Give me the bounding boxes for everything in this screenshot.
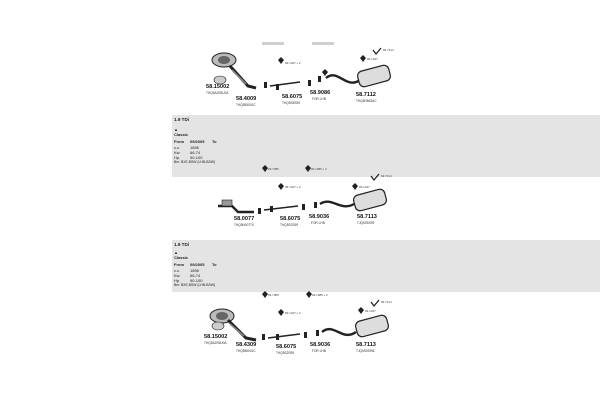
- cc-label: c.c.: [174, 268, 181, 273]
- car-icon: ▲: [174, 250, 178, 255]
- hp-label: Hp.: [174, 278, 181, 283]
- part-subcode: THQ5S2S99: [276, 351, 295, 355]
- hp-label: Hp.: [174, 155, 181, 160]
- check-icon: [370, 173, 380, 182]
- check-icon: [370, 299, 380, 308]
- kw-label: Kw.: [174, 273, 181, 278]
- part-subcode: FOR LHB: [311, 221, 325, 225]
- rear-silencer-icon: [325, 64, 392, 88]
- small-label-bar: [262, 42, 284, 45]
- small-label: 99.7114: [381, 174, 392, 178]
- cc-label: c.c.: [174, 145, 181, 150]
- part-number: 58.9036: [309, 214, 330, 220]
- front-pipe-icon: [228, 64, 257, 90]
- type-label: Classic: [174, 255, 189, 260]
- middle-pipe-icon: [269, 81, 301, 87]
- small-label: 99.1085 x 2: [312, 293, 328, 297]
- part-number: 58.7112: [356, 92, 376, 98]
- small-label: 99.7085: [268, 293, 279, 297]
- engine-label: 1.9 TDi: [174, 117, 190, 122]
- small-label: 99.1327: [359, 185, 370, 189]
- part-subcode: THQ5H863AC: [356, 99, 377, 103]
- part-number: 58.7113: [356, 342, 376, 348]
- small-label: 99.1327: [367, 57, 378, 61]
- from-label: From: [174, 139, 184, 144]
- hanger-icon: [262, 291, 364, 316]
- from-value: 09/2005: [190, 262, 205, 267]
- part-number: 58.0077: [234, 216, 255, 222]
- small-label: 99.7085: [268, 167, 279, 171]
- to-label: To: [212, 139, 217, 144]
- middle-pipe-icon: [263, 205, 299, 211]
- part-number: 58.6075: [280, 216, 301, 222]
- part-number: 58.4009: [236, 96, 257, 102]
- part-subcode: THQ555001C: [236, 349, 256, 353]
- front-pipe-icon: [218, 199, 254, 214]
- part-subcode: THQ5A2S5U0A: [206, 91, 229, 95]
- small-label-bar: [312, 42, 334, 45]
- rear-silencer-icon: [321, 314, 390, 338]
- part-number: 58.6075: [276, 344, 297, 350]
- cc-value: 1896: [190, 268, 199, 273]
- small-label: 99.7114: [381, 300, 392, 304]
- part-number: 58.15002: [204, 334, 228, 340]
- small-label: 99.1327 x 2: [285, 61, 301, 65]
- part-subcode: THQ5H0077X: [234, 223, 255, 227]
- small-label: 99.1085 x 2: [311, 167, 327, 171]
- check-icon: [372, 47, 382, 56]
- part-subcode: THQ5S5S99: [282, 101, 301, 105]
- engine-note: Bm: BXE,BSW (LHB-BSW): [174, 283, 216, 287]
- hanger-icon: [278, 55, 366, 76]
- front-pipe-icon: [226, 318, 257, 342]
- hp-value: 90-100: [190, 155, 203, 160]
- part-subcode: FOR LHB: [312, 97, 326, 101]
- small-label: 99.1327: [365, 309, 376, 313]
- engine-note: Bm: BXE,BSW (LHB-BSW): [174, 160, 216, 164]
- small-label: 99.7114: [383, 48, 394, 52]
- engine-label: 1.9 TDi: [174, 242, 190, 247]
- part-number: 58.15002: [206, 84, 230, 90]
- from-label: From: [174, 262, 184, 267]
- part-subcode: THQ5A2S5U0A: [204, 341, 227, 345]
- car-icon: ▲: [174, 127, 178, 132]
- part-subcode: THQ555001C: [236, 103, 256, 107]
- small-label: 99.1327 x 2: [285, 311, 301, 315]
- type-label: Classic: [174, 132, 189, 137]
- catalytic-converter-icon: [211, 52, 237, 85]
- part-number: 58.9086: [310, 90, 331, 96]
- part-number: 58.7113: [357, 214, 377, 220]
- to-label: To: [212, 262, 217, 267]
- hanger-icon: [262, 165, 358, 190]
- part-number: 58.6075: [282, 94, 303, 100]
- small-label: 99.1327 x 2: [285, 185, 301, 189]
- kw-label: Kw.: [174, 150, 181, 155]
- part-number: 58.4309: [236, 342, 257, 348]
- part-subcode: THQ5S2S99: [280, 223, 299, 227]
- vehicle-info-band-2: 1.9 TDi ▲ Classic From 09/2005 To c.c. 1…: [172, 240, 600, 292]
- rear-silencer-icon: [319, 188, 388, 212]
- hp-value: 90-100: [190, 278, 203, 283]
- cc-value: 1896: [190, 145, 199, 150]
- part-number: 58.9036: [310, 342, 331, 348]
- clamp-icon: [264, 76, 321, 90]
- vehicle-info-band-1: 1.9 TDi ▲ Classic From 09/2005 To c.c. 1…: [172, 115, 600, 177]
- part-subcode: FOR LHB: [312, 349, 326, 353]
- part-subcode: TJQ5S5S99L: [356, 349, 376, 353]
- part-subcode: TJQ5S5S99: [357, 221, 375, 225]
- catalytic-converter-icon: [209, 308, 235, 331]
- kw-value: 66-74: [190, 150, 201, 155]
- kw-value: 66-74: [190, 273, 201, 278]
- middle-pipe-icon: [267, 333, 301, 339]
- from-value: 09/2005: [190, 139, 205, 144]
